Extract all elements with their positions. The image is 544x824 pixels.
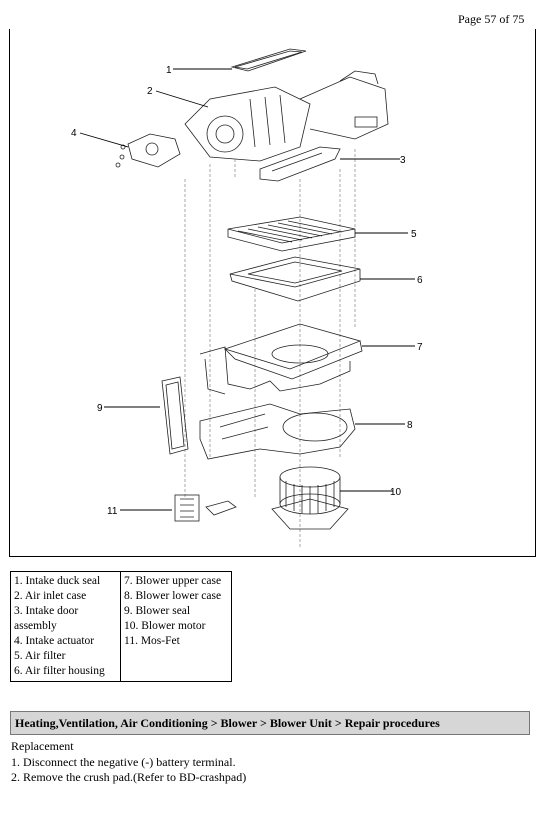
callout-2: 2 (147, 86, 153, 97)
legend-item: 6. Air filter housing (14, 665, 105, 677)
exploded-diagram-frame: 1 2 4 3 5 6 7 9 8 10 11 (9, 29, 536, 557)
section-title: Replacement (11, 739, 74, 753)
callout-10: 10 (390, 487, 402, 498)
procedure-step: 1. Disconnect the negative (-) battery t… (11, 754, 236, 769)
air-filter-housing-drawing (229, 256, 361, 302)
intake-door-assembly-drawing (259, 146, 341, 182)
legend-item: 11. Mos-Fet (124, 635, 180, 647)
mos-fet-drawing (174, 494, 237, 522)
legend-item: 7. Blower upper case (124, 575, 222, 587)
legend-item: 1. Intake duck seal (14, 575, 101, 587)
breadcrumb: Heating,Ventilation, Air Conditioning > … (10, 711, 530, 735)
callout-7: 7 (417, 342, 423, 353)
alignment-lines (184, 149, 356, 549)
blower-upper-case-drawing (199, 323, 363, 395)
legend-item: assembly (14, 620, 57, 632)
legend-column-left: 1. Intake duck seal 2. Air inlet case 3.… (10, 571, 121, 682)
callout-9: 9 (97, 403, 103, 414)
legend-item: 10. Blower motor (124, 620, 206, 632)
blower-unit-exploded-diagram: 1 2 4 3 5 6 7 9 8 10 11 (71, 48, 423, 549)
legend-item: 9. Blower seal (124, 605, 191, 617)
callout-4: 4 (71, 128, 77, 139)
callout-8: 8 (407, 420, 413, 431)
legend-item: 4. Intake actuator (14, 635, 95, 647)
air-inlet-case-drawing (184, 70, 389, 162)
callout-3: 3 (400, 155, 406, 166)
legend-item: 2. Air inlet case (14, 590, 87, 602)
legend-column-right: 7. Blower upper case 8. Blower lower cas… (120, 571, 232, 682)
callout-leaders (79, 68, 415, 511)
legend-item: 8. Blower lower case (124, 590, 222, 602)
procedure-step: 2. Remove the crush pad.(Refer to BD-cra… (11, 770, 247, 784)
page-number: Page 57 of 75 (458, 12, 525, 26)
legend-item: 5. Air filter (14, 650, 66, 662)
callout-5: 5 (411, 229, 417, 240)
parts-legend: 1. Intake duck seal 2. Air inlet case 3.… (10, 571, 232, 682)
procedure-section: Replacement 1. Disconnect the negative (… (11, 739, 246, 786)
intake-actuator-drawing (115, 133, 181, 168)
callout-1: 1 (166, 65, 172, 76)
blower-seal-drawing (161, 376, 189, 455)
intake-duct-seal-drawing (230, 48, 307, 72)
legend-item: 3. Intake door (14, 605, 79, 617)
callout-11: 11 (107, 506, 118, 517)
callout-6: 6 (417, 275, 423, 286)
blower-lower-case-drawing (199, 403, 356, 460)
air-filter-drawing (227, 216, 356, 252)
blower-motor-drawing (271, 466, 349, 530)
